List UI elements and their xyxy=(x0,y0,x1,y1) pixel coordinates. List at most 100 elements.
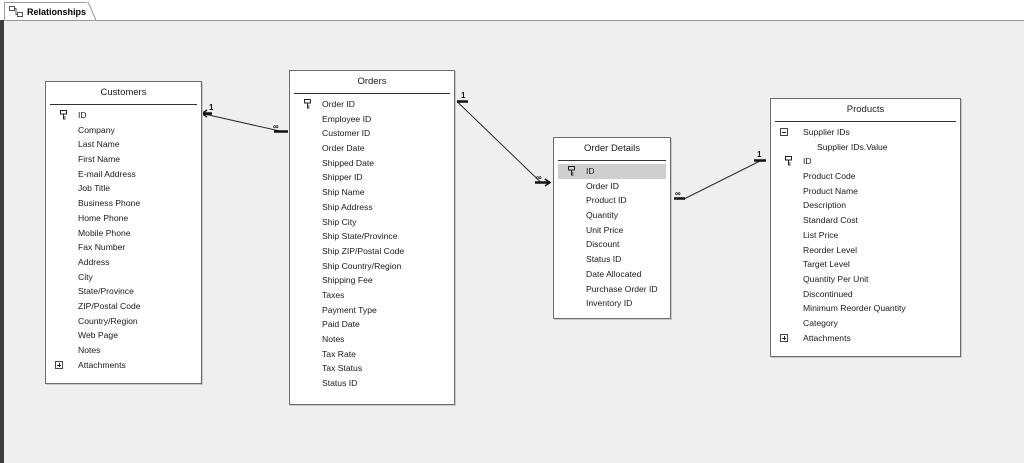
primary-key-field[interactable]: ID xyxy=(558,164,666,179)
field-label: Home Phone xyxy=(78,212,129,223)
table-field[interactable]: Fax Number xyxy=(50,240,197,255)
table-field[interactable]: Web Page xyxy=(50,328,197,343)
relationship-products-orderdetails[interactable]: 1 ∞ xyxy=(674,150,766,200)
table-field[interactable]: Ship Country/Region xyxy=(294,259,450,274)
table-field[interactable]: Ship City xyxy=(294,215,450,230)
key-icon xyxy=(304,99,311,109)
table-field[interactable]: Unit Price xyxy=(558,223,666,238)
table-field[interactable]: Quantity xyxy=(558,208,666,223)
expand-icon[interactable] xyxy=(55,360,63,369)
table-field[interactable]: Shipped Date xyxy=(294,156,450,171)
table-field[interactable]: Description xyxy=(775,198,956,213)
table-field[interactable]: Supplier IDs.Value xyxy=(775,140,956,155)
table-field[interactable]: Status ID xyxy=(294,376,450,391)
table-field[interactable]: Customer ID xyxy=(294,126,450,141)
table-field[interactable]: Product Code xyxy=(775,169,956,184)
primary-key-field[interactable]: Order ID xyxy=(294,97,450,112)
table-field[interactable]: Minimum Reorder Quantity xyxy=(775,301,956,316)
table-field[interactable]: Mobile Phone xyxy=(50,226,197,241)
table-field[interactable]: Employee ID xyxy=(294,112,450,127)
table-field[interactable]: Notes xyxy=(50,343,197,358)
many-cardinality-label: ∞ xyxy=(273,122,279,131)
field-label: First Name xyxy=(78,154,121,165)
table-field[interactable]: Target Level xyxy=(775,257,956,272)
collapse-icon[interactable] xyxy=(780,128,788,136)
table-field[interactable]: Company xyxy=(50,123,197,138)
field-label: Attachments xyxy=(78,359,126,370)
table-field[interactable]: Home Phone xyxy=(50,211,197,226)
table-field[interactable]: Ship Address xyxy=(294,200,450,215)
table-field[interactable]: E-mail Address xyxy=(50,167,197,182)
key-icon xyxy=(785,156,792,166)
table-field[interactable]: Paid Date xyxy=(294,317,450,332)
table-title[interactable]: Orders xyxy=(294,71,450,94)
tab-relationships[interactable]: Relationships xyxy=(4,2,88,20)
table-field[interactable]: Attachments xyxy=(50,358,197,373)
primary-key-field[interactable]: ID xyxy=(50,108,197,123)
table-field[interactable]: Ship ZIP/Postal Code xyxy=(294,244,450,259)
field-label: Ship State/Province xyxy=(322,231,398,242)
table-field[interactable]: Business Phone xyxy=(50,196,197,211)
field-label: City xyxy=(78,271,93,282)
field-label: Discount xyxy=(586,239,620,250)
table-field[interactable]: Country/Region xyxy=(50,314,197,329)
field-label: Status ID xyxy=(322,378,358,389)
field-label: Order Date xyxy=(322,143,365,154)
table-field[interactable]: Notes xyxy=(294,332,450,347)
table-field[interactable]: Shipping Fee xyxy=(294,273,450,288)
table-field[interactable]: Tax Rate xyxy=(294,347,450,362)
table-field[interactable]: Purchase Order ID xyxy=(558,282,666,297)
table-field[interactable]: Payment Type xyxy=(294,303,450,318)
table-title[interactable]: Customers xyxy=(50,82,197,105)
table-field[interactable]: Quantity Per Unit xyxy=(775,272,956,287)
field-label: Order ID xyxy=(322,99,355,109)
many-cardinality-label: ∞ xyxy=(675,189,681,198)
table-field[interactable]: Taxes xyxy=(294,288,450,303)
table-field[interactable]: Supplier IDs xyxy=(775,125,956,140)
table-field[interactable]: Inventory ID xyxy=(558,296,666,311)
table-field[interactable]: Discontinued xyxy=(775,287,956,302)
relationship-customers-orders[interactable]: 1 ∞ xyxy=(200,103,288,133)
table-field[interactable]: Shipper ID xyxy=(294,170,450,185)
table-field[interactable]: State/Province xyxy=(50,284,197,299)
table-field[interactable]: Reorder Level xyxy=(775,243,956,258)
table-field[interactable]: Attachments xyxy=(775,331,956,346)
table-field[interactable]: Product ID xyxy=(558,193,666,208)
field-label: Ship Address xyxy=(322,201,373,212)
document-tab-bar: Relationships xyxy=(0,0,1024,21)
field-label: Tax Rate xyxy=(322,348,356,359)
table-title[interactable]: Order Details xyxy=(558,138,666,161)
table-field[interactable]: Order Date xyxy=(294,141,450,156)
table-field[interactable]: Date Allocated xyxy=(558,267,666,282)
table-field[interactable]: Discount xyxy=(558,237,666,252)
field-label: ID xyxy=(78,110,87,120)
table-field[interactable]: List Price xyxy=(775,228,956,243)
table-field[interactable]: Last Name xyxy=(50,137,197,152)
table-field[interactable]: Tax Status xyxy=(294,361,450,376)
window-edge xyxy=(0,20,4,463)
table-field[interactable]: Product Name xyxy=(775,184,956,199)
table-field[interactable]: Ship Name xyxy=(294,185,450,200)
table-field[interactable]: Ship State/Province xyxy=(294,229,450,244)
relationship-orders-orderdetails[interactable]: 1 ∞ xyxy=(456,91,552,187)
table-field[interactable]: Address xyxy=(50,255,197,270)
expand-icon[interactable] xyxy=(780,333,788,342)
field-label: Mobile Phone xyxy=(78,227,131,238)
table-field[interactable]: Job Title xyxy=(50,181,197,196)
table-field[interactable]: Order ID xyxy=(558,179,666,194)
table-field[interactable]: Standard Cost xyxy=(775,213,956,228)
field-label: Order ID xyxy=(586,180,619,191)
table-field[interactable]: City xyxy=(50,270,197,285)
table-field[interactable]: ZIP/Postal Code xyxy=(50,299,197,314)
table-field[interactable]: First Name xyxy=(50,152,197,167)
primary-key-field[interactable]: ID xyxy=(775,154,956,169)
table-title[interactable]: Products xyxy=(775,99,956,122)
table-field[interactable]: Status ID xyxy=(558,252,666,267)
table-field[interactable]: Category xyxy=(775,316,956,331)
field-label: Company xyxy=(78,124,115,135)
